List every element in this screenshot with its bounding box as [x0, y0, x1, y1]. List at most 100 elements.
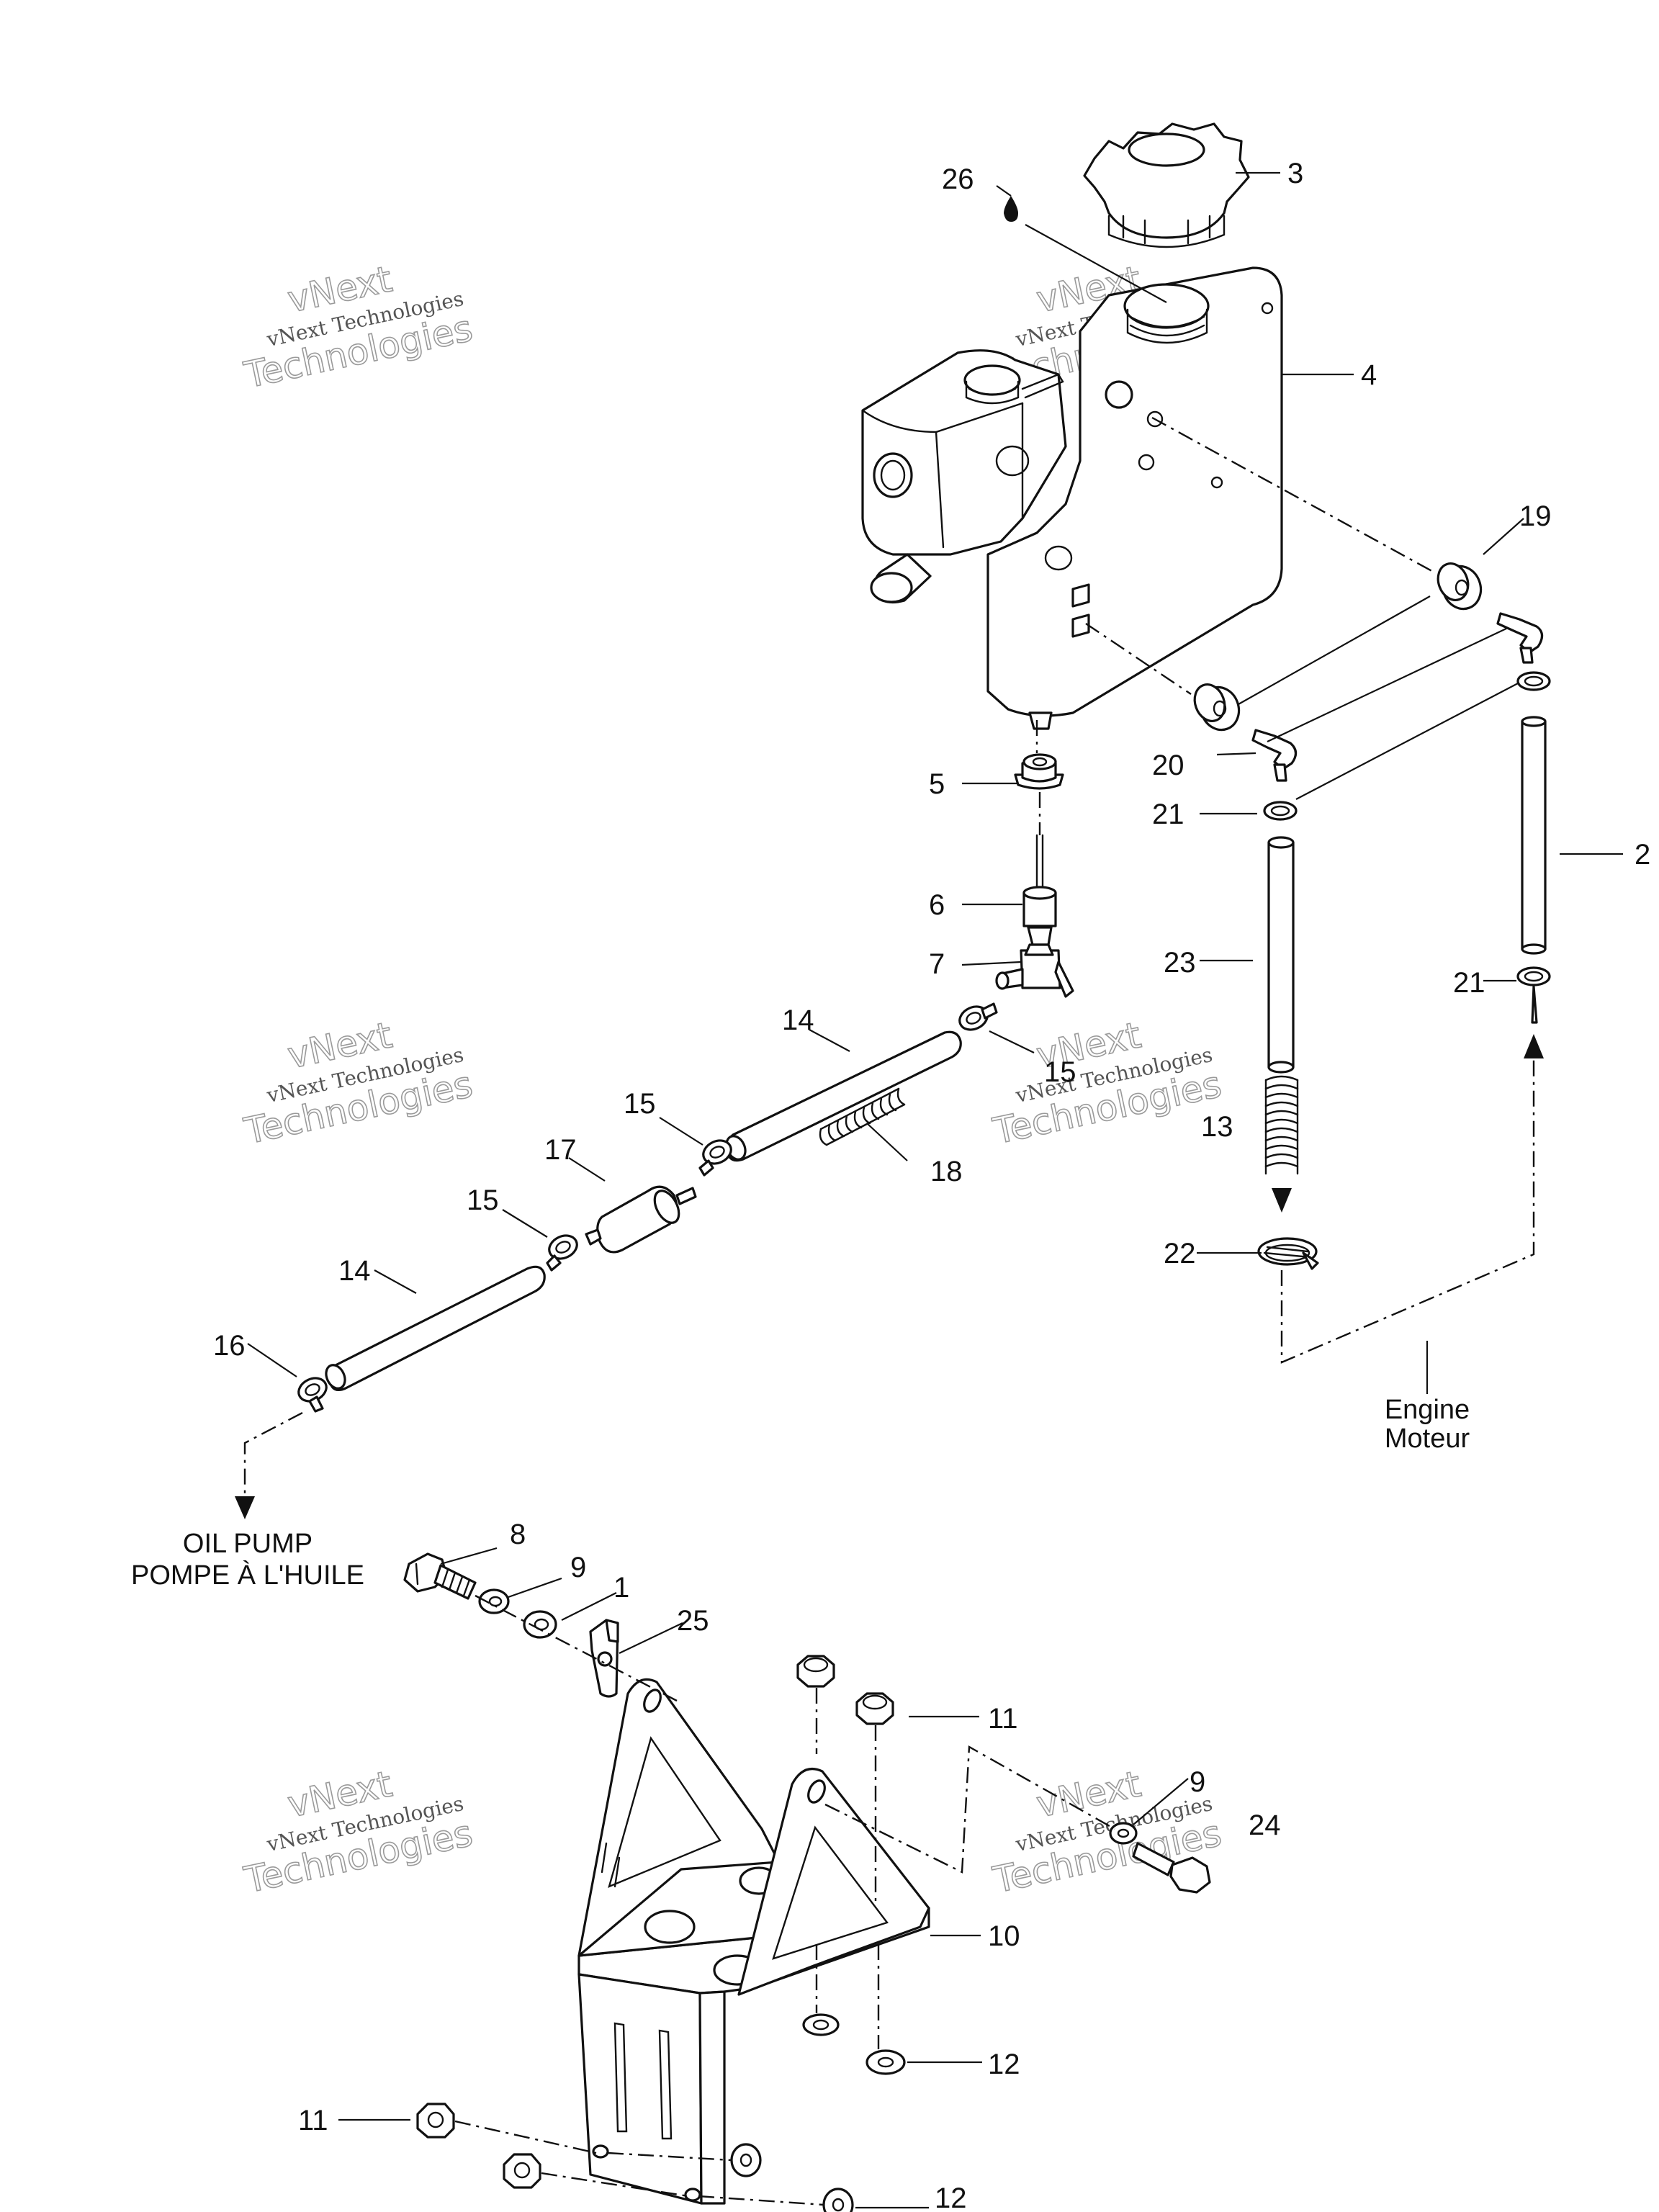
callout-24: 24 [1249, 1809, 1281, 1841]
assembly-line [824, 1745, 1115, 1874]
elbow-fitting-right [1496, 612, 1544, 664]
callout-12-b: 12 [935, 2182, 967, 2212]
bracket-10 [577, 1678, 930, 2205]
washer-12-c [730, 2143, 762, 2177]
grommet-5 [1014, 753, 1064, 790]
callout-11-bottom: 11 [298, 2105, 328, 2136]
flow-line [1085, 623, 1192, 695]
hose-2 [1521, 716, 1547, 955]
grommet-20 [1193, 683, 1241, 732]
caption-engine-fr: Moteur [1385, 1424, 1470, 1454]
oil-drop-icon [1004, 196, 1018, 222]
leader-lines [247, 171, 1623, 2209]
assembly-line [541, 2172, 689, 2198]
spring-18 [819, 1087, 906, 1146]
callout-1: 1 [613, 1572, 629, 1604]
washer-12-a [802, 2013, 840, 2036]
callout-22: 22 [1164, 1238, 1196, 1269]
flow-line-to-pump [243, 1411, 303, 1498]
hose-14-lower [325, 1265, 546, 1391]
callout-7: 7 [929, 948, 945, 980]
callout-12-a: 12 [988, 2049, 1020, 2080]
callout-9-a: 9 [570, 1552, 586, 1583]
nut-11-c [416, 2103, 455, 2139]
washer-9-a [478, 1588, 510, 1614]
callout-21-right: 21 [1453, 967, 1485, 999]
callout-14-upper: 14 [782, 1004, 814, 1036]
nut-11-d [503, 2153, 541, 2189]
callout-11-top: 11 [988, 1703, 1018, 1735]
washer-9-b [1109, 1822, 1138, 1845]
washer-12-d [822, 2188, 854, 2212]
watermark-bottom-left: vNext vNext Technologies Technologies [240, 1763, 477, 1902]
callout-21-left: 21 [1152, 799, 1184, 830]
filter-6 [1022, 886, 1057, 946]
callout-15-a: 15 [1044, 1056, 1076, 1088]
oil-tank [861, 266, 1283, 730]
callout-4: 4 [1361, 359, 1377, 391]
clamp-15-c [546, 1234, 578, 1272]
arrow-up-icon [1524, 1034, 1544, 1058]
assembly-line [475, 1594, 678, 1702]
caption-oil-pump: OIL PUMP POMPE À L'HUILE [131, 1529, 364, 1591]
callout-19: 19 [1519, 500, 1552, 532]
flow-line [1238, 595, 1431, 705]
caption-engine: Engine Moteur [1385, 1395, 1470, 1454]
caption-oil-pump-en: OIL PUMP [183, 1529, 313, 1559]
pickup-tube [1035, 834, 1044, 894]
callout-23: 23 [1164, 947, 1196, 979]
callout-15-c: 15 [467, 1184, 499, 1216]
assembly-line [607, 2152, 732, 2162]
clamp-22 [1257, 1237, 1319, 1270]
clamp-16 [297, 1377, 328, 1413]
caption-oil-pump-fr: POMPE À L'HUILE [131, 1560, 364, 1591]
clamp-21-left [1263, 801, 1298, 821]
bolt-24 [1132, 1842, 1211, 1894]
watermark-mid-right: vNext vNext Technologies Technologies [989, 1014, 1226, 1154]
watermark-mid-left: vNext vNext Technologies Technologies [240, 1014, 477, 1154]
flow-line [1280, 1043, 1535, 1364]
assembly-line [454, 2120, 597, 2154]
callout-13: 13 [1201, 1111, 1233, 1143]
fuel-filter-17 [585, 1185, 697, 1254]
tank-cap [1083, 122, 1250, 248]
watermark-top-left: vNext vNext Technologies Technologies [240, 258, 477, 397]
washer-12-b [866, 2049, 906, 2075]
caption-engine-en: Engine [1385, 1395, 1470, 1425]
callout-2: 2 [1635, 839, 1650, 871]
bolt-8 [403, 1552, 477, 1600]
bracket-25 [589, 1619, 619, 1698]
hose-23 [1267, 836, 1295, 1074]
callout-labels: 3 26 4 19 20 21 2 5 6 7 23 21 14 15 13 1… [213, 158, 1650, 2212]
callout-20: 20 [1152, 750, 1184, 781]
spring-13 [1264, 1075, 1299, 1175]
callout-18: 18 [930, 1156, 963, 1187]
callout-15-b: 15 [624, 1088, 656, 1120]
flow-line [1151, 416, 1437, 575]
clamp-15-b [698, 1139, 732, 1177]
arrow-down-icon [235, 1496, 255, 1519]
clamp-15-a [958, 1002, 998, 1031]
assembly-line [698, 2195, 824, 2206]
callout-26: 26 [942, 163, 974, 195]
flow-line [1295, 682, 1520, 800]
flow-line [1267, 627, 1509, 742]
clamp-21-right-bottom [1516, 966, 1551, 1024]
arrow-down-icon [1272, 1188, 1292, 1213]
elbow-fitting-20 [1251, 729, 1298, 782]
callout-16: 16 [213, 1330, 246, 1362]
callout-6: 6 [929, 889, 945, 921]
callout-10: 10 [988, 1920, 1020, 1952]
grommet-19 [1437, 562, 1483, 611]
callout-25: 25 [677, 1605, 709, 1637]
callout-8: 8 [510, 1519, 526, 1550]
nut-11-b [855, 1692, 894, 1725]
clamp-21-right-top [1516, 671, 1551, 691]
hose-14-upper [725, 1030, 962, 1162]
callout-5: 5 [929, 768, 945, 800]
callout-14-lower: 14 [338, 1255, 371, 1287]
callout-17: 17 [544, 1134, 577, 1166]
nut-11-a [796, 1655, 835, 1688]
fitting-7 [995, 943, 1074, 998]
